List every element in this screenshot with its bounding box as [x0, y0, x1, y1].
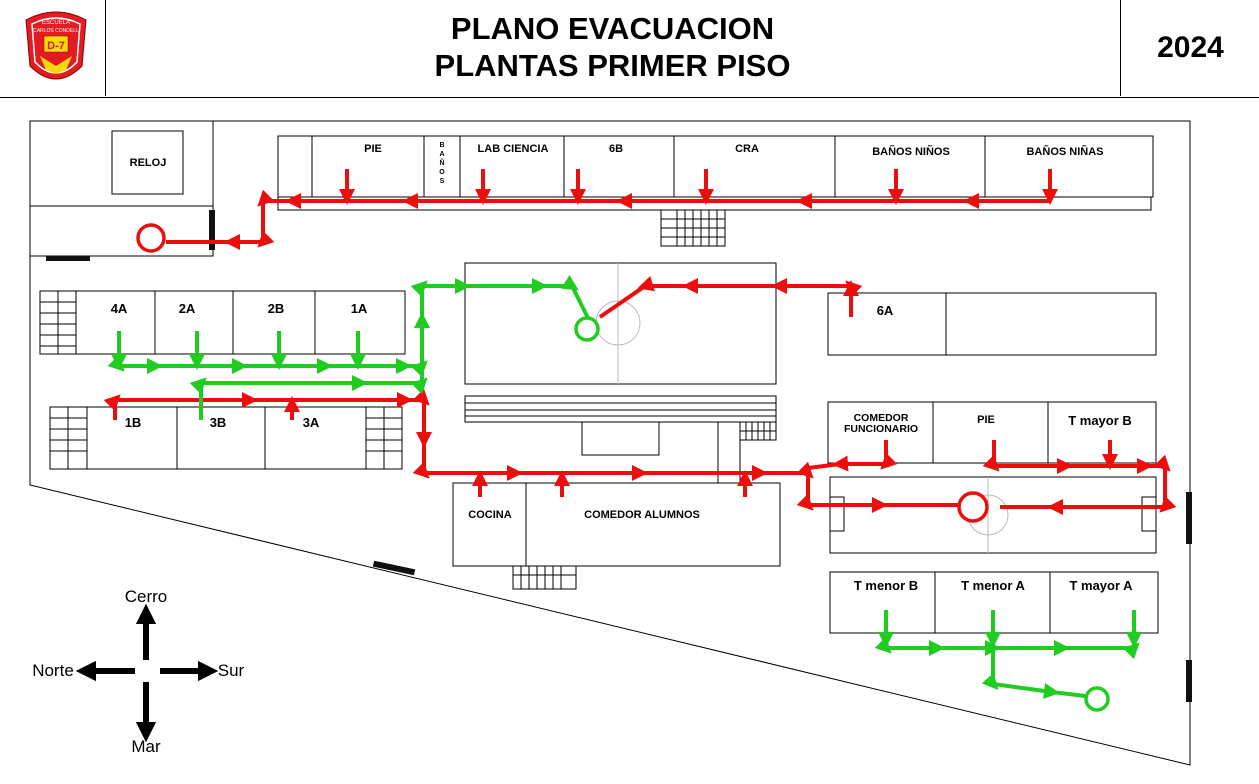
room-label-2b: 2B	[268, 301, 285, 316]
banos-letter: Ñ	[439, 158, 444, 167]
room-label-t-menor-a: T menor A	[961, 578, 1025, 593]
gate-marker	[372, 560, 416, 576]
room-label-pie-top: PIE	[364, 143, 382, 155]
gate-marker	[1186, 660, 1192, 702]
title-line-2: PLANTAS PRIMER PISO	[434, 48, 791, 83]
central-courtyard	[464, 262, 777, 385]
meeting-point-icon	[1084, 686, 1110, 712]
logo-line1: ESCUELA	[42, 20, 70, 26]
evacuation-route-green	[107, 274, 1142, 712]
banos-letter: B	[439, 142, 444, 149]
year-label: 2024	[1120, 0, 1259, 96]
meeting-point-icon	[136, 223, 166, 253]
compass-icon	[75, 603, 219, 743]
compass-east-label: Sur	[218, 661, 245, 680]
staircase	[739, 421, 777, 441]
room-reloj	[111, 130, 184, 195]
door-marker	[46, 256, 90, 261]
compass-west-label: Norte	[32, 661, 74, 680]
room-label-t-mayor-b: T mayor B	[1068, 413, 1132, 428]
small-field	[829, 476, 1157, 554]
room-label-lab-ciencia: LAB CIENCIA	[478, 143, 549, 155]
room-label-t-menor-b: T menor B	[854, 578, 918, 593]
room-label-banos-ninas: BAÑOS NIÑAS	[1026, 145, 1103, 158]
gate-marker	[1186, 492, 1192, 544]
logo-cell: ESCUELA CARLOS CONDELL D-7	[0, 0, 106, 96]
room-label-cocina: COCINA	[468, 509, 511, 521]
room-label-reloj: RELOJ	[130, 157, 167, 169]
header: ESCUELA CARLOS CONDELL D-7 PLANO EVACUAC…	[0, 0, 1259, 98]
compass-north-label: Cerro	[125, 587, 168, 606]
door-marker	[209, 210, 215, 250]
meeting-point-icon	[957, 491, 989, 523]
meeting-point-icon	[574, 316, 600, 342]
title-line-1: PLANO EVACUACION	[450, 11, 775, 46]
site-boundary	[29, 120, 1191, 766]
room-label-comedor-alumnos: COMEDOR ALUMNOS	[584, 509, 700, 521]
room-label-2a: 2A	[179, 301, 196, 316]
central-corridor	[464, 395, 777, 423]
staircase	[660, 209, 726, 247]
central-annex	[581, 421, 660, 456]
evacuation-route-red	[103, 169, 1177, 523]
room-label-6a: 6A	[877, 303, 894, 318]
room-label-3b: 3B	[210, 415, 227, 430]
staircase	[40, 291, 76, 354]
room-label-comedor-funcionario-2: FUNCIONARIO	[844, 423, 918, 435]
room-label-6b: 6B	[609, 143, 623, 155]
banos-letter: S	[440, 178, 445, 185]
banos-letter: A	[439, 151, 444, 158]
room-label-1b: 1B	[125, 415, 142, 430]
logo-badge: D-7	[47, 40, 65, 52]
top-block	[277, 135, 1154, 198]
school-logo-icon: ESCUELA CARLOS CONDELL D-7	[25, 11, 87, 80]
room-label-banos-ninos: BAÑOS NIÑOS	[872, 145, 950, 158]
top-dividers	[311, 136, 986, 197]
reloj-block	[30, 121, 214, 257]
block-comedor-alumnos	[452, 482, 781, 567]
top-corridor	[277, 196, 1152, 211]
logo-line2: CARLOS CONDELL	[33, 28, 79, 34]
room-label-3a: 3A	[303, 415, 320, 430]
compass-south-label: Mar	[131, 737, 161, 756]
page-title: PLANO EVACUACION PLANTAS PRIMER PISO	[106, 10, 1119, 84]
room-label-cra: CRA	[735, 143, 759, 155]
banos-letter: O	[439, 169, 445, 176]
room-label-pie-mid: PIE	[977, 414, 995, 426]
room-label-4a: 4A	[111, 301, 128, 316]
staircase	[512, 565, 577, 590]
block-6a	[827, 292, 1157, 356]
room-label-1a: 1A	[351, 301, 368, 316]
room-label-t-mayor-a: T mayor A	[1069, 578, 1133, 593]
